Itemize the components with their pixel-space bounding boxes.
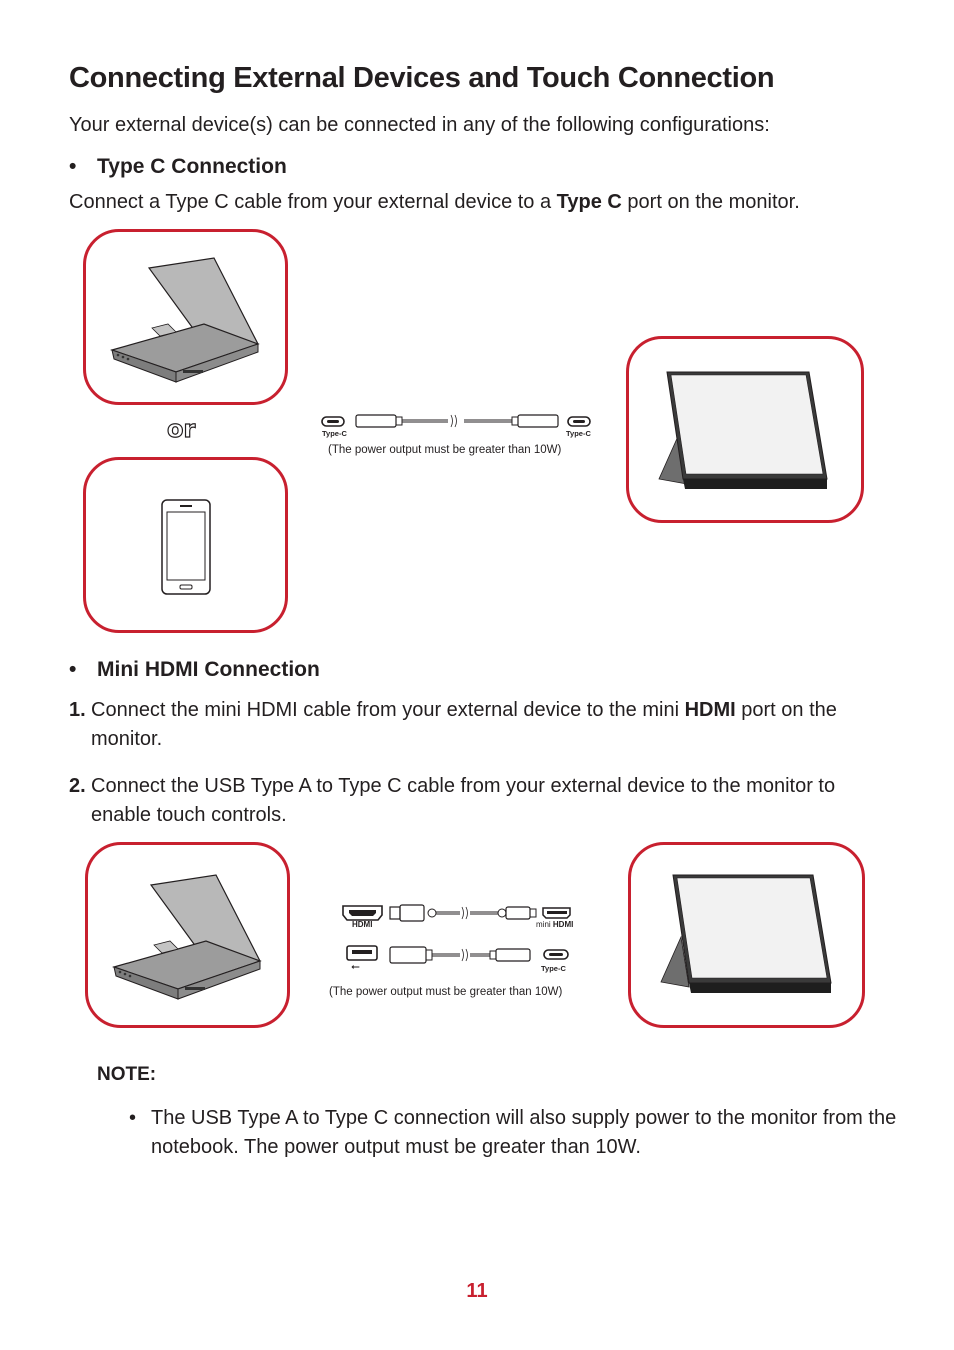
power-caption: (The power output must be greater than 1… [328,444,562,456]
monitor-frame [626,336,864,523]
note-body: • The USB Type A to Type C connection wi… [129,1104,899,1162]
type-c-label-left: Type-C [322,429,347,438]
mini-hdmi-label: mini HDMI [536,920,573,929]
mini-prefix: mini [536,920,551,929]
usb-icon: ⭠ [351,961,360,973]
mini-hdmi-text: HDMI [552,920,574,929]
type-c-label: Type-C [541,964,566,973]
type-c-instruction: Connect a Type C cable from your externa… [69,188,800,217]
monitor-frame [628,842,865,1028]
instruction-part: Connect a Type C cable from your externa… [69,191,557,213]
step-text-bold: HDMI [684,699,736,721]
step-text-part: Connect the mini HDMI cable from your ex… [91,699,685,721]
intro-text: Your external device(s) can be connected… [69,114,770,136]
phone-frame [83,457,288,633]
laptop-frame [85,842,290,1028]
bullet-marker: • [69,155,77,178]
step-text-part: Connect the USB Type A to Type C cable f… [91,775,836,826]
monitor-illustration [660,874,832,993]
section-type-c-heading: • Type C Connection [69,155,287,179]
laptop-illustration [111,874,262,1000]
instruction-bold: Type C [556,191,622,213]
type-c-label-right: Type-C [566,429,591,438]
monitor-illustration [658,371,828,489]
hdmi-cable-icon [342,904,571,922]
note-heading: NOTE: [97,1064,157,1085]
bullet-marker: • [129,1107,137,1129]
step-text: Connect the USB Type A to Type C cable f… [91,772,899,830]
page-number: 11 [466,1280,488,1302]
hdmi-label: HDMI [352,920,373,929]
heading-text: Type C Connection [97,155,287,178]
step-1: 1. Connect the mini HDMI cable from your… [69,696,899,754]
step-number: 2. [69,775,86,797]
section-mini-hdmi-heading: • Mini HDMI Connection [69,658,320,682]
phone-illustration [161,499,211,595]
page-title: Connecting External Devices and Touch Co… [69,62,775,94]
usb-a-to-c-cable-icon [346,945,569,964]
type-c-cable-icon [321,414,591,428]
laptop-illustration [109,257,260,383]
step-text-part: port on the monitor. [91,699,837,750]
step-number: 1. [69,699,86,721]
step-text: Connect the mini HDMI cable from your ex… [91,696,899,754]
note-text: The USB Type A to Type C connection will… [151,1107,897,1158]
bullet-marker: • [69,658,77,681]
heading-text: Mini HDMI Connection [97,658,320,681]
step-2: 2. Connect the USB Type A to Type C cabl… [69,772,899,830]
instruction-part: port on the monitor. [621,191,800,213]
power-caption: (The power output must be greater than 1… [329,986,563,998]
laptop-frame [83,229,288,405]
or-label: or [166,414,196,443]
